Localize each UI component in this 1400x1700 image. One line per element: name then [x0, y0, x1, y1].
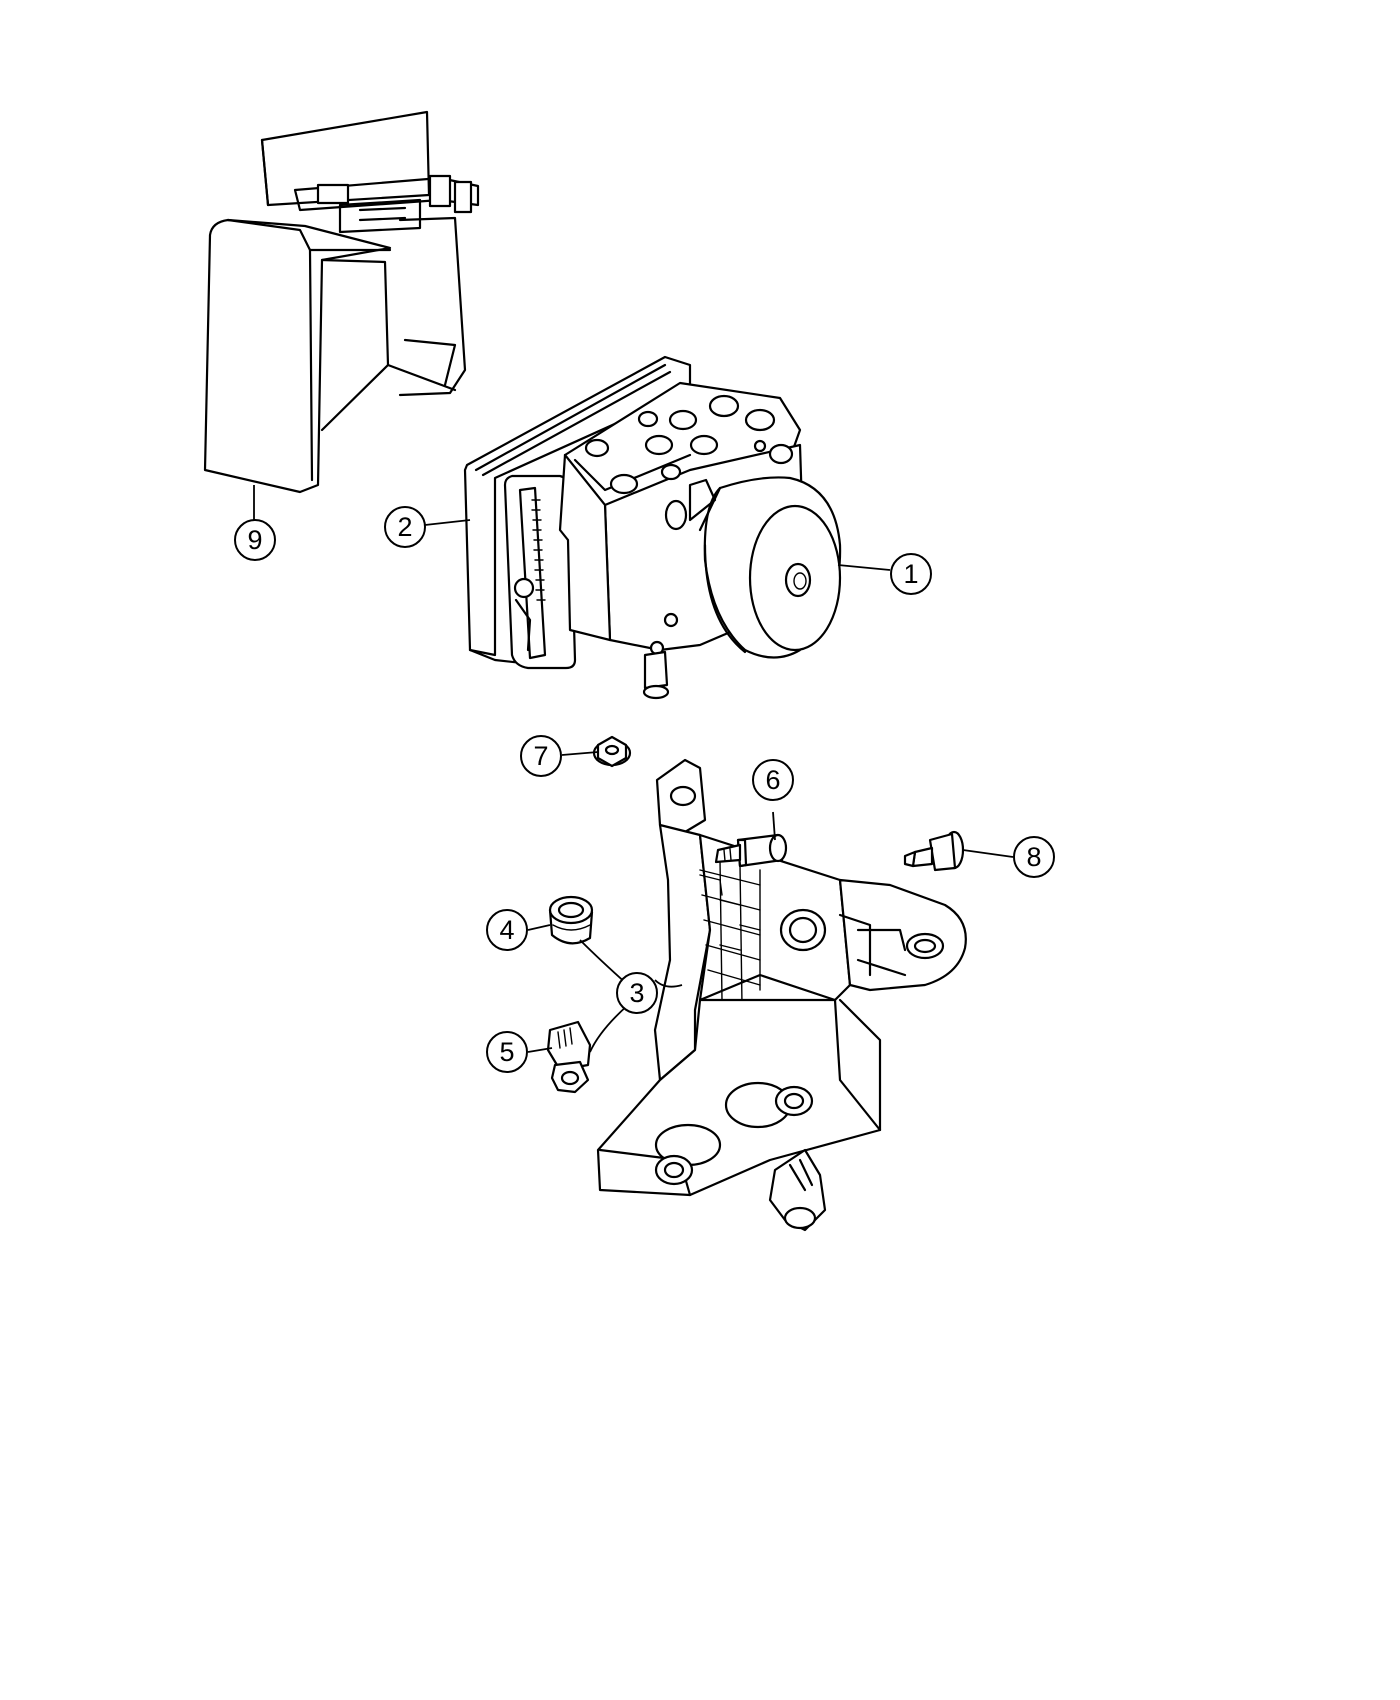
- callout-2: 2: [384, 506, 426, 548]
- abs-control-module-part: [463, 355, 692, 670]
- callout-3-label: 3: [629, 978, 644, 1008]
- callout-4-label: 4: [499, 915, 514, 945]
- shield-cover-part: [203, 110, 480, 494]
- callout-6-label: 6: [765, 765, 780, 795]
- callout-5: 5: [486, 1031, 528, 1073]
- isolator-grommet-part: [548, 895, 594, 945]
- callout-7-label: 7: [533, 741, 548, 771]
- callout-3: 3: [616, 972, 658, 1014]
- callout-5-label: 5: [499, 1037, 514, 1067]
- nut-part: [592, 735, 632, 768]
- callout-2-label: 2: [397, 512, 412, 542]
- mounting-bracket-part: [596, 758, 967, 1232]
- callout-9-label: 9: [247, 525, 262, 555]
- wire-clip-part: [546, 1020, 592, 1094]
- callout-9: 9: [234, 519, 276, 561]
- callout-4: 4: [486, 909, 528, 951]
- callout-1-label: 1: [903, 559, 918, 589]
- callout-1: 1: [890, 553, 932, 595]
- bolt-part: [714, 833, 788, 868]
- callout-7: 7: [520, 735, 562, 777]
- callout-6: 6: [752, 759, 794, 801]
- callout-8-label: 8: [1026, 842, 1041, 872]
- hydraulic-control-unit-part: [558, 381, 842, 700]
- callout-8: 8: [1013, 836, 1055, 878]
- stud-part: [903, 830, 965, 872]
